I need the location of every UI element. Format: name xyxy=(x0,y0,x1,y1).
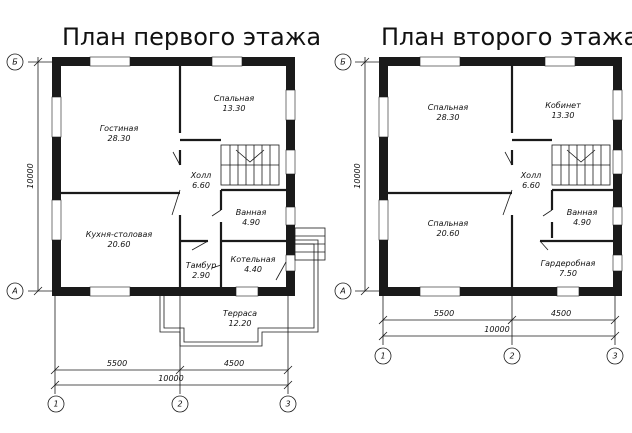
axis-1: 1 xyxy=(380,352,385,361)
dimension-total: 10000 xyxy=(484,325,509,334)
room-area: 13.30 xyxy=(223,104,246,113)
axis-a: А xyxy=(11,287,17,296)
room-name: Гостиная xyxy=(100,124,139,133)
plan2-stair xyxy=(551,144,611,186)
room-area: 6.60 xyxy=(192,181,210,190)
plan1-windows xyxy=(51,56,296,297)
room-area: 2.90 xyxy=(192,271,210,280)
room-name: Холл xyxy=(520,171,542,180)
room-name: Ванная xyxy=(236,208,267,217)
room-name: Гардеробная xyxy=(541,259,596,268)
room-area: 4.90 xyxy=(573,218,591,227)
plan2-room-labels: Спальная 28.30 Кобинет 13.30 Холл 6.60 В… xyxy=(428,101,598,278)
dimension-5500: 5500 xyxy=(434,309,454,318)
plan2-partitions xyxy=(388,66,613,287)
plan1-title: План первого этажа xyxy=(62,23,321,51)
plan2-doors xyxy=(502,151,553,251)
dimension-5500: 5500 xyxy=(107,359,127,368)
room-name: Тамбур xyxy=(186,261,217,270)
room-area: 28.30 xyxy=(437,113,460,122)
room-area: 4.90 xyxy=(242,218,260,227)
plan1-room-labels: Гостиная 28.30 Спальная 13.30 Холл 6.60 … xyxy=(86,94,276,328)
plan1-doors xyxy=(171,151,287,281)
room-name: Котельная xyxy=(231,255,276,264)
room-area: 28.30 xyxy=(108,134,131,143)
plan2-windows xyxy=(378,56,623,297)
room-area: 13.30 xyxy=(552,111,575,120)
room-name: Терраса xyxy=(223,309,257,318)
axis-3: 3 xyxy=(612,352,617,361)
dimension-total: 10000 xyxy=(158,374,183,383)
room-area: 20.60 xyxy=(437,229,460,238)
dimension-height: 10000 xyxy=(26,163,35,188)
room-name: Холл xyxy=(190,171,212,180)
plan1-outer-walls xyxy=(52,57,295,296)
room-name: Кухня-столовая xyxy=(86,230,153,239)
plan1-dimensions: 5500 4500 10000 10000 xyxy=(26,57,293,394)
dimension-4500: 4500 xyxy=(224,359,244,368)
axis-2: 2 xyxy=(177,400,182,409)
axis-2: 2 xyxy=(509,352,514,361)
room-name: Ванная xyxy=(567,208,598,217)
room-area: 6.60 xyxy=(522,181,540,190)
room-area: 4.40 xyxy=(244,265,262,274)
axis-a: А xyxy=(339,287,345,296)
plan1-terrace xyxy=(159,227,326,347)
room-name: Спальная xyxy=(428,103,469,112)
plan2-dimensions: 5500 4500 10000 10000 xyxy=(353,57,620,345)
dimension-height: 10000 xyxy=(353,163,362,188)
room-area: 7.50 xyxy=(559,269,577,278)
plan1-stair xyxy=(220,144,280,186)
axis-b: Б xyxy=(340,58,346,67)
room-area: 20.60 xyxy=(108,240,131,249)
plan2-outer-walls xyxy=(379,57,622,296)
axis-1: 1 xyxy=(53,400,58,409)
plan2-title: План второго этажа xyxy=(381,23,632,51)
plan-first-floor: План первого этажа xyxy=(6,23,326,413)
room-area: 12.20 xyxy=(229,319,252,328)
plan1-axis-markers: 1 2 3 Б А xyxy=(6,53,297,413)
axis-3: 3 xyxy=(285,400,290,409)
plan2-axis-markers: 1 2 3 Б А xyxy=(334,53,624,365)
axis-b: Б xyxy=(12,58,18,67)
dimension-4500: 4500 xyxy=(551,309,571,318)
plan1-partitions xyxy=(61,66,286,287)
plan-second-floor: План второго этажа xyxy=(334,23,632,365)
room-name: Спальная xyxy=(428,219,469,228)
room-name: Кобинет xyxy=(545,101,581,110)
room-name: Спальная xyxy=(214,94,255,103)
